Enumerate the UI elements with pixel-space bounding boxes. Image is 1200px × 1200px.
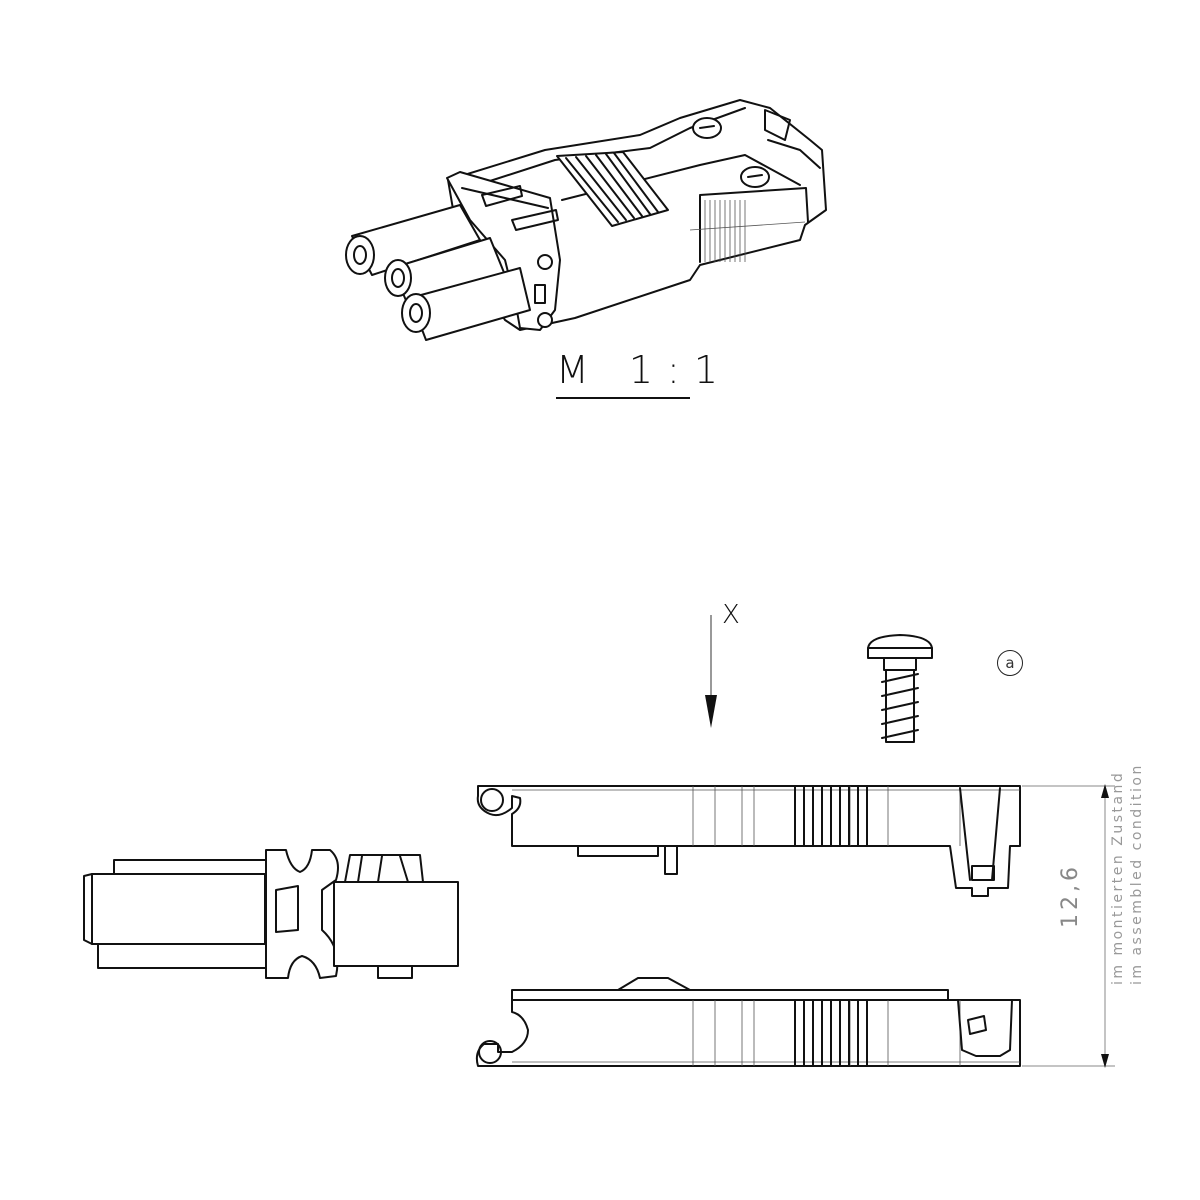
dimension-line bbox=[1022, 784, 1115, 1068]
lower-housing-side-view bbox=[475, 977, 1021, 1067]
scale-underline bbox=[556, 397, 690, 399]
isometric-connector-view bbox=[345, 99, 827, 341]
view-direction-label: X bbox=[722, 600, 740, 630]
upper-housing-side-view bbox=[476, 785, 1021, 897]
screw-drawing bbox=[867, 634, 933, 743]
view-direction-arrow bbox=[705, 615, 717, 728]
dimension-note-de: im montierten Zustand bbox=[1110, 770, 1126, 985]
scale-label: M 1:1 bbox=[556, 348, 733, 392]
end-view-drawing bbox=[83, 849, 459, 979]
dimension-value: 12,6 bbox=[1058, 863, 1083, 928]
note-marker: a bbox=[997, 650, 1023, 676]
dimension-note-en: im assembled condition bbox=[1129, 763, 1145, 985]
